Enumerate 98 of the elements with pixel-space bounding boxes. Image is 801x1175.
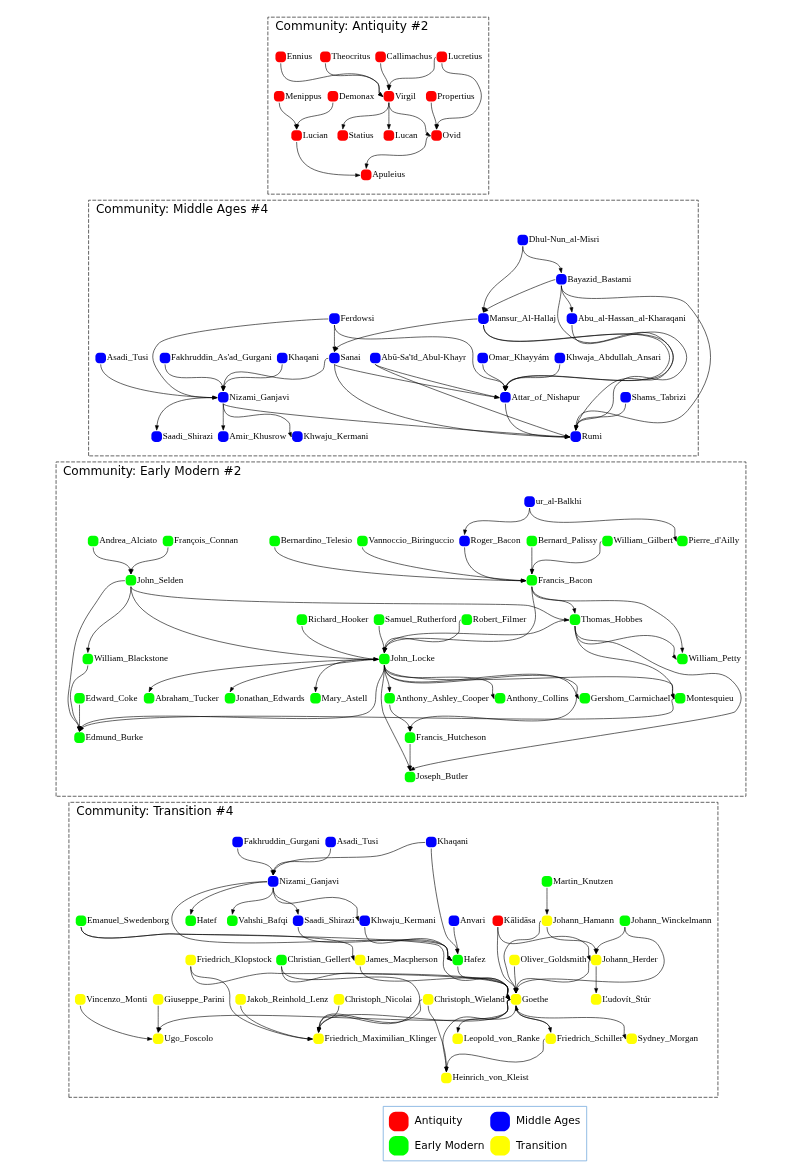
node-label: Saadi_Shirazi [303,915,355,926]
node-label: Sanai [339,352,361,363]
node-label: Mansur_Al-Hallaj [489,312,556,323]
node-label: Oliver_Goldsmith [520,954,586,965]
node-label: Abraham_Tucker [154,692,219,703]
node-label: Khaqani [287,352,319,363]
node-label: Vannoccio_Biringuccio [367,535,454,546]
node-label: Lucan [394,129,418,140]
node-label: Christoph_Wieland [433,993,505,1004]
node-label: Sydney_Morgan [637,1033,698,1044]
node-label: Johann_Winckelmann [630,915,712,926]
node-label: Apuleius [371,169,405,180]
node-label: Callimachus [386,51,432,62]
node-label: Anthony_Ashley_Cooper [395,692,489,703]
node-label: Asadi_Tusi [106,352,148,363]
node-label: Saadi_Shirazi [162,430,213,441]
node-label: William_Petty [687,653,741,664]
node-label: Johann_Herder [601,954,658,965]
node-label: Khaqani [436,836,468,847]
node-label: Abū-Sa'īd_Abul-Khayr [380,352,466,363]
node-label: Theocritus [330,51,370,62]
node-label: François_Connan [173,535,238,546]
node-label: Goethe [521,993,548,1004]
node-label: Montesquieu [685,692,733,703]
node-label: Francis_Bacon [537,574,592,585]
node-label: Anthony_Collins [505,692,569,703]
node-label: Khwaja_Abdullah_Ansari [565,352,661,363]
node-label: Bayazid_Bastami [566,273,631,284]
legend-label: Early Modern [414,1138,484,1151]
node-label: Christoph_Nicolai [344,993,412,1004]
node-label: Roger_Bacon [470,535,520,546]
node-label: Richard_Hooker [307,613,368,624]
node-label: Fakhruddin_As'ad_Gurgani [170,352,272,363]
node-label: Hafez [463,954,485,965]
node-label: Vahshi_Bafqi [237,915,288,926]
node-label: James_Macpherson [365,954,438,965]
node-label: Omar_Khayyám [488,352,549,363]
node-label: Demonax [338,90,374,101]
node-label: Gershom_Carmichael [590,692,670,703]
node-label: Edward_Coke [85,692,137,703]
node-label: Kālidāsa [503,915,536,926]
node-label: Amir_Khusrow [228,430,286,441]
node-label: Statius [348,129,373,140]
node-label: Ugo_Foscolo [163,1033,213,1044]
node-label: William_Gilbert [613,535,673,546]
node-label: Ľudovít_Štúr [601,993,651,1004]
node-label: Vincenzo_Monti [85,993,147,1004]
node-label: Martin_Knutzen [552,875,613,886]
node-label: Johann_Hamann [552,915,614,926]
node-label: Propertius [436,90,475,101]
node-label: Ennius [286,51,312,62]
node-label: William_Blackstone [93,653,168,664]
node-label: Christian_Gellert [287,954,350,965]
node-label: Fakhruddin_Gurgani [243,836,320,847]
node-label: Samuel_Rutherford [384,613,457,624]
legend-label: Middle Ages [515,1114,580,1127]
node-label: Nizami_Ganjavi [228,391,289,402]
node-label: Menippus [284,90,322,101]
node-label: Jonathan_Edwards [235,692,305,703]
node-label: Rumi [581,430,602,441]
legend-label: Transition [515,1138,567,1151]
node-label: Lucian [302,129,328,140]
node-label: John_Selden [136,574,183,585]
legend-label: Antiquity [414,1114,462,1127]
node-label: Abu_al-Hassan_al-Kharaqani [577,312,686,323]
node-label: Bernardino_Telesio [280,535,352,546]
node-label: Thomas_Hobbes [580,613,642,624]
node-label: Nizami_Ganjavi [278,875,339,886]
node-label: Giuseppe_Parini [163,993,225,1004]
node-label: Friedrich_Schiller [556,1033,623,1044]
node-label: Heinrich_von_Kleist [451,1072,528,1083]
node-label: Hatef [196,915,217,926]
node-label: Leopold_von_Ranke [463,1033,540,1044]
node-label: Jakob_Reinhold_Lenz [246,993,328,1004]
node-label: John_Locke [389,653,435,664]
node-label: Virgil [394,90,416,101]
node-label: Andrea_Alciato [98,535,157,546]
node-label: Attar_of_Nishapur [510,391,580,402]
node-label: Khwaju_Kermani [370,915,436,926]
node-label: Shams_Tabrizi [631,391,686,402]
node-label: Ferdowsi [339,312,374,323]
node-label: Lucretius [447,51,482,62]
node-label: Friedrich_Klopstock [196,954,272,965]
node-label: Dhul-Nun_al-Misri [528,234,599,245]
node-label: Robert_Filmer [472,613,526,624]
node-label: Friedrich_Maximilian_Klinger [324,1033,437,1044]
node-label: Joseph_Butler [415,771,468,782]
node-label: ur_al-Balkhi [535,495,581,506]
node-label: Emanuel_Swedenborg [86,915,169,926]
node-label: Edmund_Burke [85,731,143,742]
node-label: Asadi_Tusi [336,836,378,847]
node-label: Pierre_d'Ailly [687,535,739,546]
node-label: Khwaju_Kermani [302,430,368,441]
node-label: Francis_Hutcheson [415,731,486,742]
node-label: Mary_Astell [321,692,367,703]
node-label: Ovid [442,129,461,140]
node-label: Anvari [459,915,485,926]
node-label: Bernard_Palissy [537,535,597,546]
